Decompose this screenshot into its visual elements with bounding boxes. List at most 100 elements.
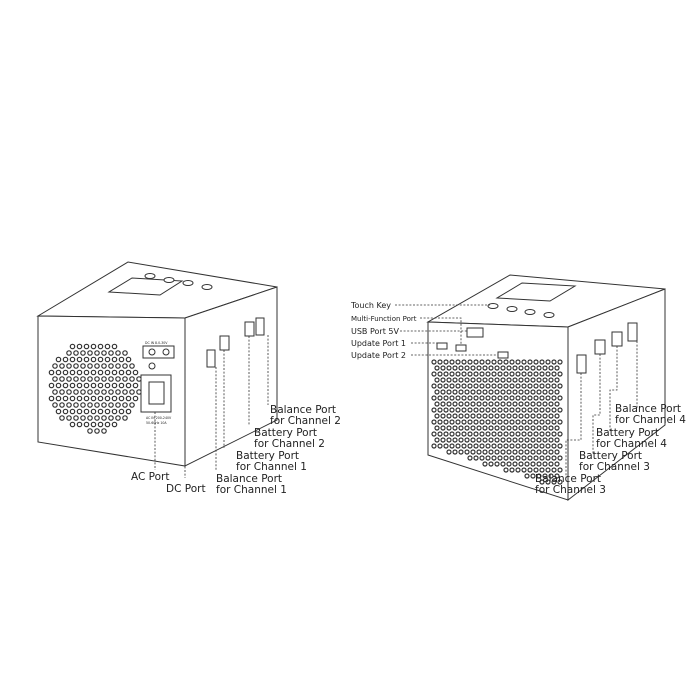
grille-hole <box>101 428 107 434</box>
grille-hole <box>455 395 461 401</box>
grille-hole <box>440 365 446 371</box>
grille-hole <box>548 401 554 407</box>
grille-hole <box>482 437 488 443</box>
grille-hole <box>461 359 467 365</box>
grille-hole <box>118 356 125 363</box>
grille-hole <box>545 383 551 389</box>
ground-screw <box>148 362 156 370</box>
grille-hole <box>62 395 69 402</box>
grille-hole <box>524 449 530 455</box>
grille-hole <box>494 401 500 407</box>
grille-hole <box>452 413 458 419</box>
grille-hole <box>52 402 58 408</box>
grille-hole <box>548 425 554 431</box>
grille-hole <box>548 461 554 467</box>
grille-hole <box>521 455 527 461</box>
dc-port-label: DC Port <box>166 483 206 495</box>
grille-hole <box>446 425 452 431</box>
battery-ch1-label-1: Battery Port <box>236 450 299 462</box>
grille-hole <box>527 371 533 377</box>
grille-hole <box>500 425 506 431</box>
grille-hole <box>527 359 533 365</box>
grille-hole <box>557 395 563 401</box>
grille-hole <box>69 382 76 389</box>
grille-hole <box>470 401 476 407</box>
grille-hole <box>443 407 449 413</box>
grille-hole <box>542 389 548 395</box>
grille-hole <box>488 449 494 455</box>
grille-hole <box>500 377 506 383</box>
grille-hole <box>461 419 467 425</box>
grille-hole <box>101 415 107 421</box>
grille-hole <box>69 369 76 376</box>
grille-hole <box>118 395 125 402</box>
grille-hole <box>506 437 512 443</box>
balance-ch2-label-1: Balance Port <box>270 404 336 416</box>
grille-hole <box>482 425 488 431</box>
grille-hole <box>87 389 93 395</box>
grille-hole <box>524 425 530 431</box>
grille-hole <box>467 359 473 365</box>
grille-hole <box>443 419 449 425</box>
grille-hole <box>533 467 539 473</box>
grille-hole <box>545 407 551 413</box>
grille-hole <box>515 443 521 449</box>
grille-hole <box>434 425 440 431</box>
grille-hole <box>527 431 533 437</box>
grille-hole <box>494 461 500 467</box>
grille-hole <box>122 402 128 408</box>
grille-hole <box>87 350 93 356</box>
grille-hole <box>482 401 488 407</box>
grille-hole <box>539 467 545 473</box>
grille-hole <box>512 401 518 407</box>
grille-hole <box>506 377 512 383</box>
grille-hole <box>66 376 72 382</box>
grille-hole <box>488 365 494 371</box>
grille-hole <box>132 369 139 376</box>
right-device: Touch Key Multi-Function Port USB Port 5… <box>350 274 686 502</box>
grille-hole <box>494 389 500 395</box>
grille-hole <box>464 425 470 431</box>
grille-hole <box>55 369 62 376</box>
grille-hole <box>122 350 128 356</box>
grille-hole <box>455 407 461 413</box>
grille-hole <box>551 395 557 401</box>
grille-hole <box>497 419 503 425</box>
grille-hole <box>530 449 536 455</box>
grille-hole <box>545 455 551 461</box>
grille-hole <box>443 395 449 401</box>
grille-hole <box>452 437 458 443</box>
grille-hole <box>431 443 437 449</box>
balance-ch4-label-2: for Channel 4 <box>615 414 686 426</box>
grille-hole <box>509 431 515 437</box>
grille-hole <box>52 363 58 369</box>
grille-hole <box>548 389 554 395</box>
grille-hole <box>488 437 494 443</box>
grille-hole <box>518 377 524 383</box>
grille-hole <box>104 356 111 363</box>
grille-hole <box>111 408 118 415</box>
grille-hole <box>59 363 65 369</box>
grille-hole <box>554 377 560 383</box>
grille-hole <box>458 389 464 395</box>
update-port-2 <box>497 351 509 359</box>
grille-hole <box>503 359 509 365</box>
grille-hole <box>548 473 554 479</box>
grille-hole <box>512 461 518 467</box>
grille-hole <box>97 382 104 389</box>
battery-ch2-label-1: Battery Port <box>254 427 317 439</box>
grille-hole <box>94 428 100 434</box>
dc-port: DC IN 8.0-30V <box>142 341 175 359</box>
grille-hole <box>94 415 100 421</box>
grille-hole <box>503 443 509 449</box>
grille-hole <box>515 395 521 401</box>
grille-hole <box>521 443 527 449</box>
grille-hole <box>524 437 530 443</box>
grille-hole <box>533 407 539 413</box>
grille-hole <box>542 401 548 407</box>
grille-hole <box>476 449 482 455</box>
grille-hole <box>440 401 446 407</box>
grille-hole <box>500 365 506 371</box>
ac-frequency-rating: 50-60Hz 10A <box>146 421 167 425</box>
grille-hole <box>76 382 83 389</box>
